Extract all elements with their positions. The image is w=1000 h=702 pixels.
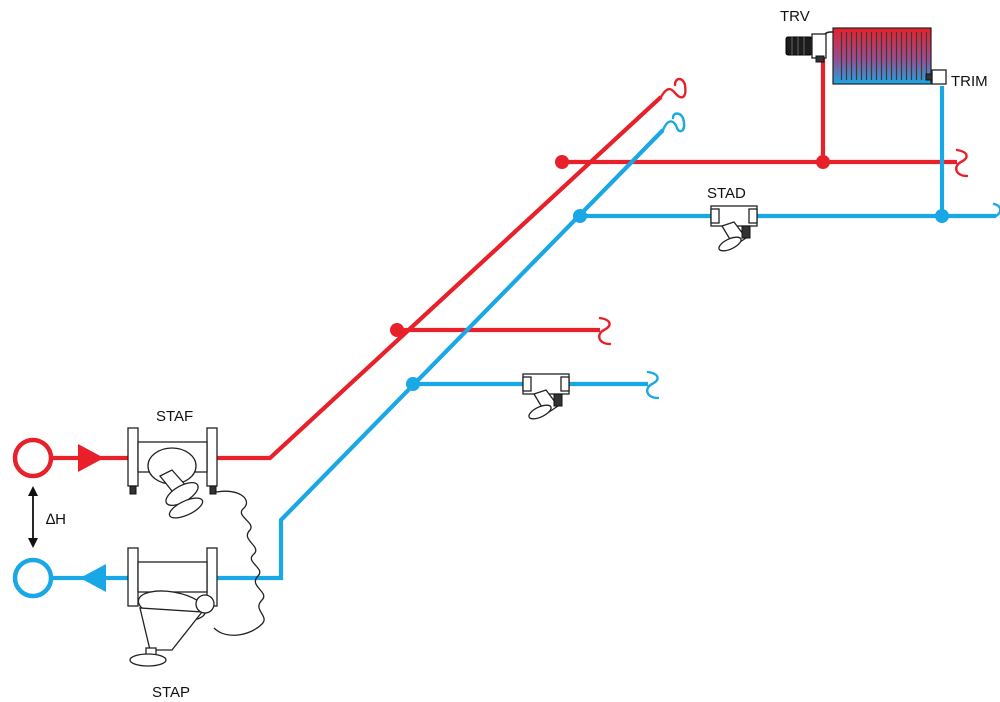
supply-flow-arrow bbox=[78, 444, 104, 472]
supply-junction-lower bbox=[390, 323, 404, 337]
supply-junction-upper bbox=[555, 155, 569, 169]
stad-valve-lower bbox=[522, 373, 570, 420]
staf-measuring-nipple-left bbox=[129, 485, 137, 495]
return-pipe-end-main bbox=[661, 112, 686, 133]
stap-valve: STAP bbox=[127, 547, 218, 701]
return-flow-arrow bbox=[80, 564, 106, 592]
staf-flange-left bbox=[127, 427, 139, 487]
stad-upper-fitting-right bbox=[748, 208, 758, 224]
stad-valve-upper: STAD bbox=[707, 185, 758, 252]
radiator-fins bbox=[837, 32, 927, 80]
trim-label: TRIM bbox=[951, 73, 988, 90]
stap-flange-left bbox=[127, 547, 139, 607]
stap-handwheel bbox=[129, 653, 167, 667]
return-pipe-end-upper bbox=[992, 202, 1000, 218]
stap-cone bbox=[139, 607, 204, 651]
delta-h-arrow-down bbox=[28, 538, 38, 548]
supply-inlet-circle bbox=[12, 437, 54, 479]
staf-label: STAF bbox=[156, 408, 193, 425]
stad-label: STAD bbox=[707, 185, 746, 202]
trim-valve bbox=[931, 69, 947, 85]
supply-junction-radiator bbox=[816, 155, 830, 169]
staf-valve: STAF bbox=[127, 408, 218, 519]
stad-lower-fitting-left bbox=[522, 376, 532, 392]
trv-body bbox=[811, 33, 827, 59]
supply-pipe-end-lower bbox=[598, 316, 612, 346]
differential-pressure-marker: ∆H bbox=[28, 486, 66, 548]
stad-upper-nipple bbox=[741, 225, 751, 239]
stad-lower-handwheel bbox=[528, 404, 552, 420]
stad-upper-handwheel bbox=[718, 236, 742, 252]
staf-handwheel bbox=[168, 497, 204, 519]
staf-flange-right bbox=[206, 427, 218, 487]
delta-h-arrow-up bbox=[28, 486, 38, 496]
stad-upper-fitting-left bbox=[710, 208, 720, 224]
trv-connector bbox=[815, 55, 825, 63]
return-outlet-circle bbox=[12, 557, 54, 599]
stap-body bbox=[137, 561, 208, 593]
return-junction-upper bbox=[573, 209, 587, 223]
return-junction-radiator bbox=[935, 209, 949, 223]
trv-valve: TRV bbox=[780, 8, 827, 63]
supply-main-pipe bbox=[215, 95, 663, 461]
staf-measuring-nipple-right bbox=[209, 485, 217, 495]
stad-lower-fitting-right bbox=[560, 376, 570, 392]
stad-lower-nipple bbox=[553, 393, 563, 407]
supply-pipe-end-main bbox=[659, 77, 687, 99]
trv-label: TRV bbox=[780, 8, 810, 25]
trim-valve-cap bbox=[925, 73, 933, 81]
capillary-tube bbox=[213, 490, 265, 636]
supply-pipes bbox=[12, 56, 969, 479]
radiator: TRIM bbox=[822, 27, 988, 90]
trv-head bbox=[785, 36, 813, 56]
supply-pipe-end-upper bbox=[955, 148, 969, 178]
stap-label: STAP bbox=[152, 684, 190, 701]
return-main-pipe bbox=[215, 128, 665, 581]
stap-gauge bbox=[195, 594, 215, 614]
return-pipe-end-lower bbox=[646, 370, 660, 400]
delta-h-label: ∆H bbox=[46, 511, 66, 528]
return-junction-lower bbox=[406, 377, 420, 391]
